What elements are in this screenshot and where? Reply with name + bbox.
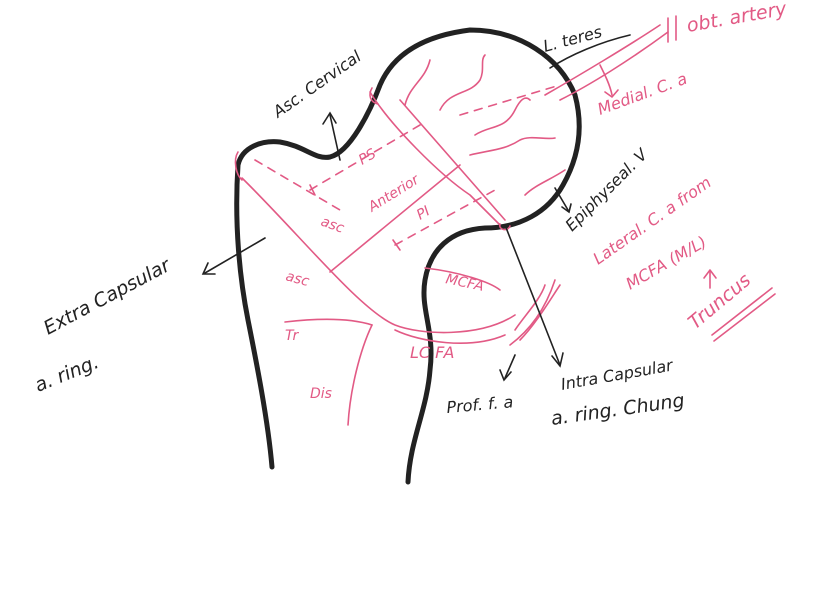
pi-tick [392,239,401,251]
truncus-underline-1 [711,287,773,336]
epiphyseal-arrowhead [561,203,572,214]
pi-vessel [394,189,496,246]
medial-arrow [599,64,613,96]
extracapsular-arrowhead [201,262,216,275]
lcfa-branch-3 [519,284,561,341]
epiphyseal-arrow [554,187,569,211]
lcfa-branch-2 [509,279,556,346]
asc-cervical-arrow [329,114,341,161]
label-truncus: Truncus [684,269,755,334]
shaft-line [347,324,373,426]
label-intra-capsular: Intra Capsular [559,355,675,394]
labels: obt. artery Medial. C. a PS Anterior PI … [32,0,789,430]
intracapsular-arrow [504,224,561,366]
medial-arrowhead [604,89,619,98]
obt-artery-line-2 [559,31,669,101]
label-asc-lower: asc [284,268,311,290]
ps-tick [309,184,316,196]
extracapsular-arrow [204,237,266,274]
lcfa-branch-1 [514,284,546,331]
retinacular-vessel-3 [474,97,531,136]
label-medial-ca: Medial. C. a [595,69,690,119]
label-dis: Dis [310,386,332,402]
label-asc-upper: asc [319,214,347,237]
annotation-arrows [201,34,631,382]
capsule-loop-bottom [498,223,511,231]
lcfa-vessel [394,329,506,344]
truncus-arrowhead [703,269,717,279]
capsule-line [234,151,243,181]
label-lcfa: LC FA [410,343,454,362]
prof-fa-arrow [504,354,516,379]
sub-capital-line [399,99,506,221]
label-pi: PI [414,203,433,223]
ps-vessel [309,124,421,191]
femur-outline [234,27,582,485]
label-asc-cervical: Asc. Cervical [269,46,365,121]
prof-fa-arrowhead [499,369,512,382]
label-lig-teres: L. teres [541,22,604,56]
obt-artery-line [544,24,661,96]
retinacular-vessel-1 [404,59,431,106]
label-a-ring-chung: a. ring. Chung [550,389,686,429]
intracapsular-arrowhead [551,352,564,368]
vessel-network [234,15,776,426]
truncus-underline-2 [713,293,776,342]
asc-cervical-arrowhead [322,111,337,125]
label-prof-fa: Prof. f. a [446,392,514,417]
mcfa-vessel [424,267,501,291]
diagonal-line [329,164,461,273]
upper-dash [254,159,341,211]
trochanter-line [284,318,373,326]
lig-teres-line [549,34,631,69]
intertrochanteric-line [241,177,516,334]
retinacular-vessel-4 [469,136,556,156]
retinacular-vessel-2 [439,54,486,111]
capsule-curve-left [369,87,379,105]
label-tr: Tr [285,328,299,344]
head-neck-line [369,91,501,226]
label-ps: PS [356,146,379,169]
femur-lateral-cortex [234,27,582,485]
top-dash [459,84,561,116]
retinacular-vessel-5 [524,169,566,196]
label-mcfa: MCFA [444,271,485,295]
label-extra-capsular: Extra Capsular [40,254,175,340]
label-obt-artery: obt. artery [685,0,789,37]
label-a-ring-extra: a. ring. [32,351,102,396]
